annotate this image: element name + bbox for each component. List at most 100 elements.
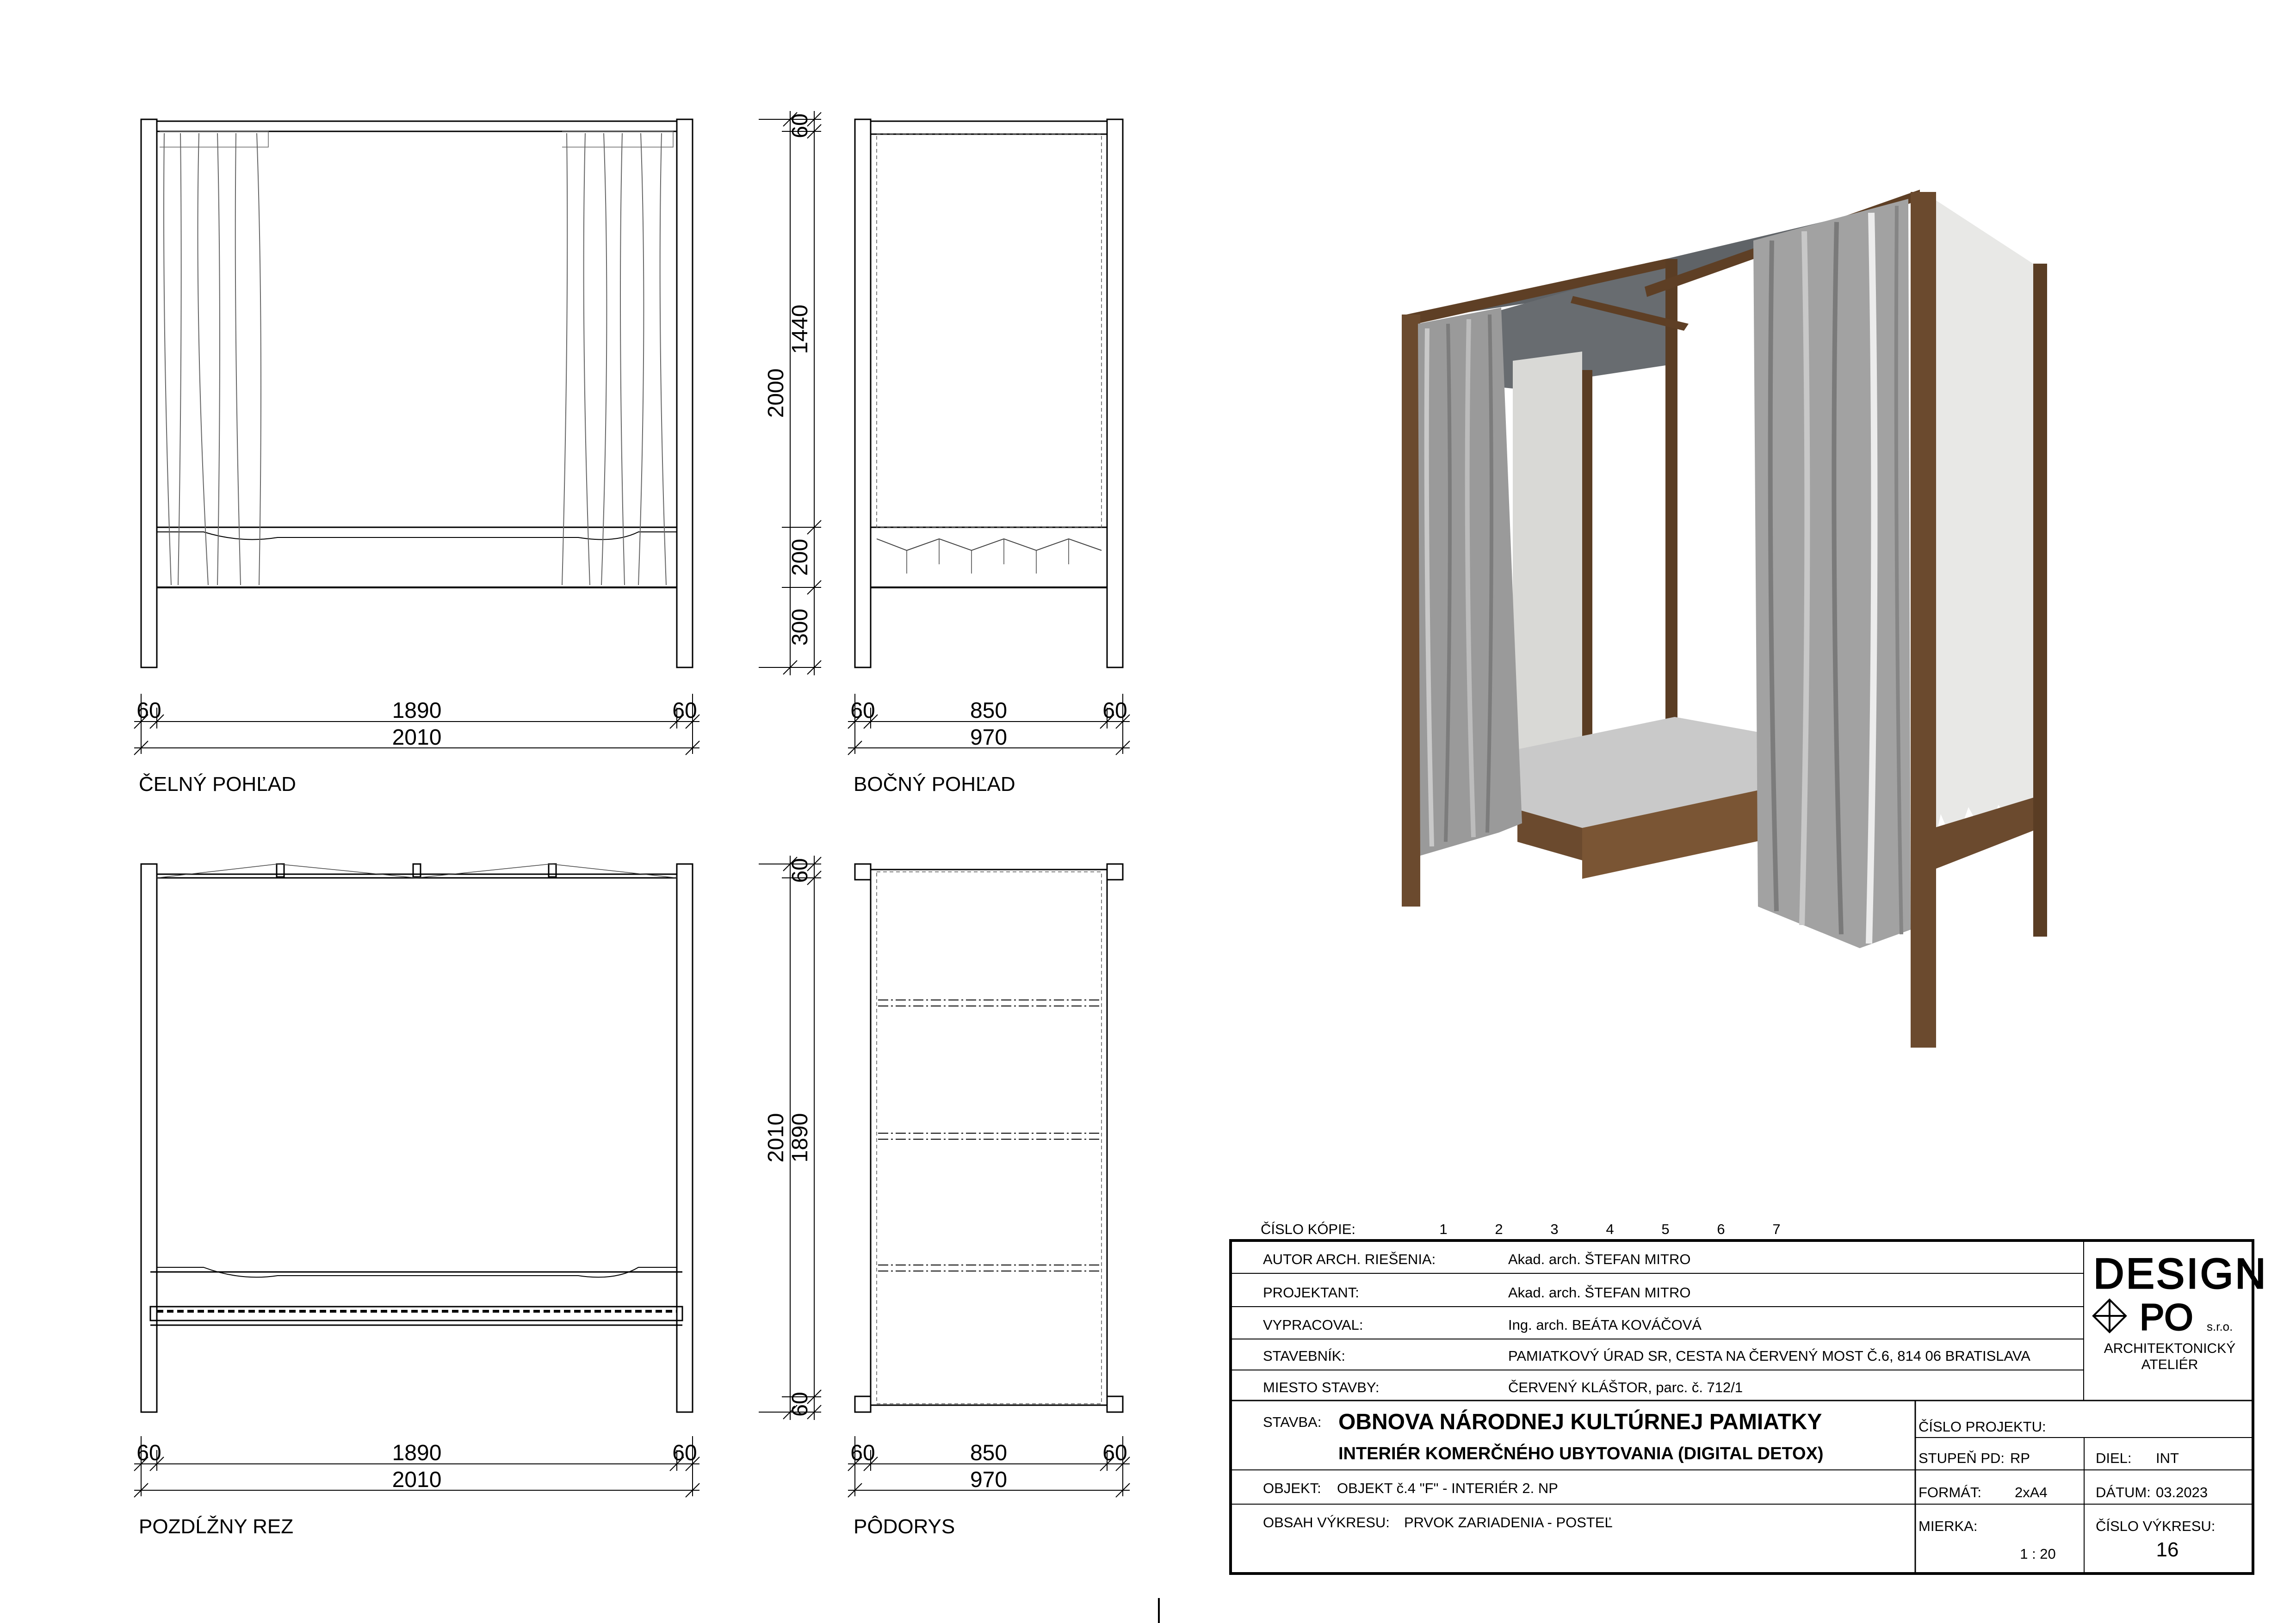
- front-dim-60-right: 60: [672, 698, 697, 723]
- front-right-post: [676, 118, 693, 668]
- side-left-post: [854, 118, 872, 668]
- height-dim-200: 200: [788, 539, 812, 576]
- side-dim-970: 970: [970, 725, 1007, 750]
- render-post-back-right: [2033, 264, 2047, 937]
- front-view-title: ČELNÝ POHĽAD: [139, 772, 296, 796]
- front-curtain-right: [562, 131, 674, 586]
- front-dim-2010: 2010: [392, 725, 442, 750]
- stupen-label: STUPEŇ PD:: [1918, 1450, 2005, 1466]
- plan-view-title: PÔDORYS: [854, 1515, 955, 1538]
- objekt-label: OBJEKT:: [1263, 1480, 1321, 1496]
- datum-value: 03.2023: [2156, 1484, 2208, 1500]
- logo-sro-text: s.r.o.: [2207, 1320, 2233, 1333]
- plan-view: [854, 863, 1124, 1413]
- row-stavebnik-label: STAVEBNÍK:: [1263, 1348, 1345, 1364]
- section-left-post: [140, 863, 158, 1413]
- format-value: 2xA4: [2015, 1484, 2048, 1500]
- side-panel-scallops: [876, 538, 1102, 551]
- row-vypracoval-value: Ing. arch. BEÁTA KOVÁČOVÁ: [1508, 1317, 1702, 1333]
- plan-dim-970: 970: [970, 1468, 1007, 1492]
- render-post-front-left: [1402, 315, 1420, 907]
- plan-dim-60-left: 60: [850, 1441, 875, 1465]
- section-dim-60-left: 60: [136, 1441, 161, 1465]
- front-dim-60-left: 60: [136, 698, 161, 723]
- plan-dim-850: 850: [970, 1441, 1007, 1465]
- side-dim-60-left: 60: [850, 698, 875, 723]
- height-dim-60: 60: [788, 113, 812, 138]
- side-dim-lines: [848, 694, 1130, 755]
- front-dim-lines: [134, 694, 700, 755]
- front-left-post: [140, 118, 158, 668]
- copy-number-6: 6: [1717, 1221, 1725, 1237]
- height-dim-lines-top: [759, 111, 822, 675]
- design-po-logo: DESIGN PO s.r.o. ARCHITEKTONICKÝ ATELIÉR: [2092, 1250, 2268, 1372]
- copy-number-4: 4: [1606, 1221, 1614, 1237]
- plan-dim-60-right: 60: [1102, 1441, 1127, 1465]
- format-label: FORMÁT:: [1918, 1484, 1981, 1500]
- side-view-title: BOČNÝ POHĽAD: [854, 772, 1015, 796]
- section-height-dim-60-bottom: 60: [788, 1392, 812, 1416]
- mierka-label: MIERKA:: [1918, 1518, 1977, 1534]
- cislo-vykresu-label: ČÍSLO VÝKRESU:: [2096, 1518, 2215, 1534]
- copy-number-3: 3: [1550, 1221, 1558, 1237]
- copy-number-7: 7: [1772, 1221, 1780, 1237]
- row-autor-label: AUTOR ARCH. RIEŠENIA:: [1263, 1251, 1436, 1267]
- section-right-post: [676, 863, 693, 1413]
- section-height-dim-lines: [759, 856, 822, 1420]
- diel-value: INT: [2156, 1450, 2179, 1466]
- height-dim-2000: 2000: [764, 369, 788, 418]
- section-height-dim-2010: 2010: [764, 1113, 788, 1163]
- section-dim-lines: [134, 1436, 700, 1498]
- section-dim-1890: 1890: [392, 1441, 442, 1465]
- front-view: [140, 118, 693, 668]
- row-miesto-value: ČERVENÝ KLÁŠTOR, parc. č. 712/1: [1508, 1379, 1743, 1395]
- logo-design-text: DESIGN: [2093, 1250, 2268, 1297]
- row-stavebnik-value: PAMIATKOVÝ ÚRAD SR, CESTA NA ČERVENÝ MOS…: [1508, 1348, 2030, 1364]
- cislo-vykresu-value: 16: [2156, 1538, 2179, 1561]
- section-height-dim-60-top: 60: [788, 858, 812, 882]
- copy-number-1: 1: [1439, 1221, 1447, 1237]
- copy-number-2: 2: [1495, 1221, 1503, 1237]
- logo-sub2: ATELIÉR: [2141, 1357, 2198, 1372]
- render-curtain-left: [1418, 308, 1522, 856]
- section-view-title: POZDĹŽNY REZ: [139, 1515, 293, 1538]
- render-curtain-right: [1753, 199, 1911, 948]
- row-vypracoval-label: VYPRACOVAL:: [1263, 1317, 1363, 1333]
- row-projektant-value: Akad. arch. ŠTEFAN MITRO: [1508, 1284, 1690, 1301]
- logo-diamond-icon: [2092, 1298, 2127, 1333]
- height-dim-1440: 1440: [788, 305, 812, 354]
- obsah-label: OBSAH VÝKRESU:: [1263, 1514, 1390, 1530]
- section-view: [140, 863, 693, 1413]
- section-dim-60-right: 60: [672, 1441, 697, 1465]
- side-view: [854, 118, 1124, 668]
- copy-number-label: ČÍSLO KÓPIE:: [1261, 1221, 1355, 1237]
- front-dim-1890: 1890: [392, 698, 442, 723]
- cislo-projektu-label: ČÍSLO PROJEKTU:: [1918, 1419, 2046, 1435]
- side-dim-60-right: 60: [1102, 698, 1127, 723]
- diel-label: DIEL:: [2096, 1450, 2132, 1466]
- side-dim-850: 850: [970, 698, 1007, 723]
- row-autor-value: Akad. arch. ŠTEFAN MITRO: [1508, 1251, 1690, 1267]
- stavba-line2: INTERIÉR KOMERČNÉHO UBYTOVANIA (DIGITAL …: [1338, 1443, 1824, 1463]
- row-miesto-label: MIESTO STAVBY:: [1263, 1379, 1380, 1395]
- title-block-frame: [1229, 1239, 2254, 1575]
- section-dim-2010: 2010: [392, 1468, 442, 1492]
- height-dim-300: 300: [788, 609, 812, 646]
- objekt-value: OBJEKT č.4 "F" - INTERIÉR 2. NP: [1337, 1480, 1558, 1496]
- mierka-value: 1 : 20: [2020, 1546, 2056, 1562]
- row-projektant-label: PROJEKTANT:: [1263, 1284, 1359, 1301]
- logo-sub1: ARCHITEKTONICKÝ: [2104, 1341, 2236, 1356]
- stavba-label: STAVBA:: [1263, 1414, 1321, 1430]
- render-post-front-right: [1911, 192, 1936, 1048]
- side-right-post: [1106, 118, 1124, 668]
- front-curtain-left: [160, 131, 269, 586]
- logo-po-text: PO: [2140, 1296, 2193, 1338]
- stavba-line1: OBNOVA NÁRODNEJ KULTÚRNEJ PAMIATKY: [1338, 1409, 1822, 1434]
- obsah-value: PRVOK ZARIADENIA - POSTEĽ: [1404, 1514, 1613, 1530]
- stupen-value: RP: [2010, 1450, 2030, 1466]
- bed-3d-render: [1402, 190, 2047, 1048]
- plan-dim-lines: [848, 1436, 1130, 1498]
- section-height-dim-1890: 1890: [788, 1113, 812, 1163]
- datum-label: DÁTUM:: [2096, 1484, 2151, 1500]
- copy-number-5: 5: [1661, 1221, 1669, 1237]
